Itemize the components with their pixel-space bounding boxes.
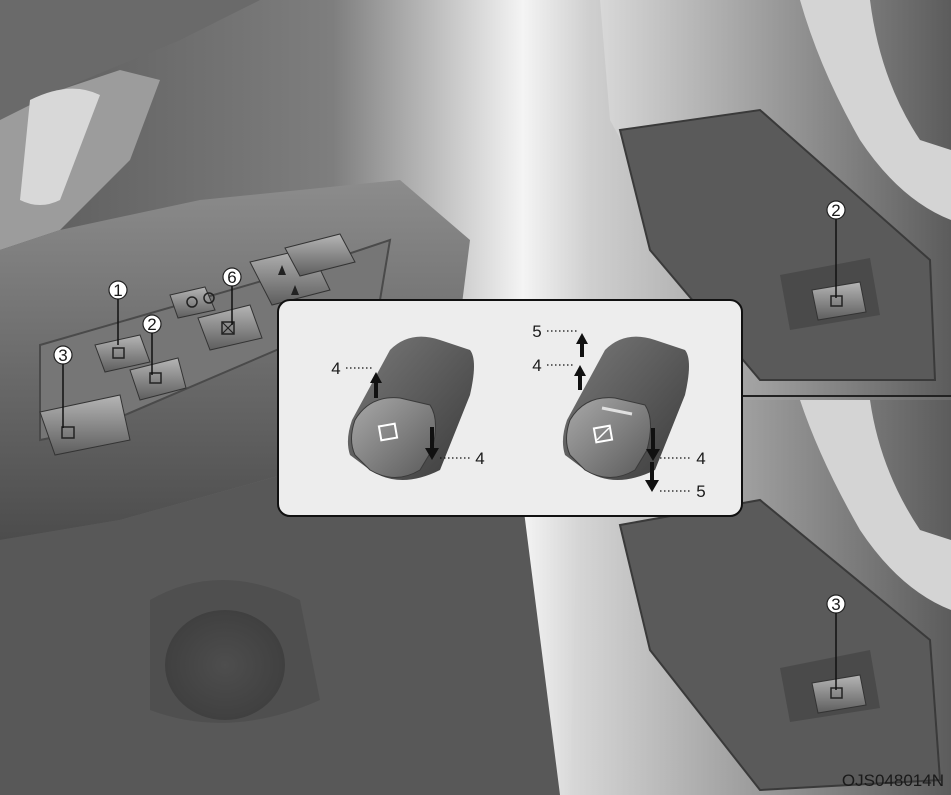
inset-right-down2-label: 5 xyxy=(696,482,705,501)
arrow-down-icon xyxy=(425,427,439,460)
callout-6: 6 xyxy=(222,267,242,325)
right-handle-lower xyxy=(800,400,951,610)
inset-right-down1-label: 4 xyxy=(696,449,705,468)
driver-window-switch[interactable] xyxy=(94,334,151,373)
window-up-icon xyxy=(61,426,75,439)
door-lock-icon xyxy=(186,296,198,308)
arrow-up-icon xyxy=(576,333,588,357)
callout-2-right-label: 2 xyxy=(831,201,840,220)
window-frame-top xyxy=(0,0,260,120)
image-code: OJS048014N xyxy=(842,771,944,790)
window-auto-icon xyxy=(592,424,614,444)
callout-3-left: 3 xyxy=(53,345,73,428)
inset-left-up-label: 4 xyxy=(331,359,340,378)
right-window-switch-lower[interactable] xyxy=(811,674,867,714)
door-pocket xyxy=(150,580,320,723)
auto-ridge xyxy=(601,406,633,416)
callout-2-right: 2 xyxy=(826,200,846,298)
inset-right-up1-label: 4 xyxy=(532,356,541,375)
callout-2-left: 2 xyxy=(142,314,162,375)
inset-left-down-label: 4 xyxy=(475,449,484,468)
inset-switch-auto xyxy=(562,336,689,480)
inset-switch-manual xyxy=(347,336,474,480)
window-auto-icon xyxy=(596,427,610,441)
callout-3-left-label: 3 xyxy=(58,346,67,365)
door-handle xyxy=(20,88,100,205)
window-up-icon xyxy=(149,372,162,384)
right-armrest-lower xyxy=(618,498,942,792)
window-up-icon xyxy=(112,347,125,359)
inset-detail: 4 4 5 4 4 5 xyxy=(277,299,743,517)
switch-bank xyxy=(39,233,356,456)
right-handle-upper xyxy=(800,0,951,220)
door-lock-icon xyxy=(203,292,215,304)
callout-2-left-label: 2 xyxy=(147,315,156,334)
window-up-icon xyxy=(377,422,399,442)
window-lock-icon xyxy=(221,321,235,335)
arrow-down-icon xyxy=(646,428,660,461)
inset-right-up2-label: 5 xyxy=(532,322,541,341)
mirror-select-switch[interactable] xyxy=(284,233,356,277)
arrow-up-icon xyxy=(370,372,382,398)
callout-1: 1 xyxy=(108,280,128,345)
right-window-switch-upper[interactable] xyxy=(811,281,867,321)
callout-6-label: 6 xyxy=(227,268,236,287)
rear-window-switch-left[interactable] xyxy=(129,357,187,401)
mirror-adjust-icon xyxy=(278,265,299,295)
arrow-down-icon xyxy=(645,462,659,492)
mirror-fold-switch[interactable] xyxy=(169,286,216,319)
callout-3-right: 3 xyxy=(826,594,846,690)
callout-1-label: 1 xyxy=(113,281,122,300)
arrow-up-icon xyxy=(574,365,586,390)
callout-3-right-label: 3 xyxy=(831,595,840,614)
